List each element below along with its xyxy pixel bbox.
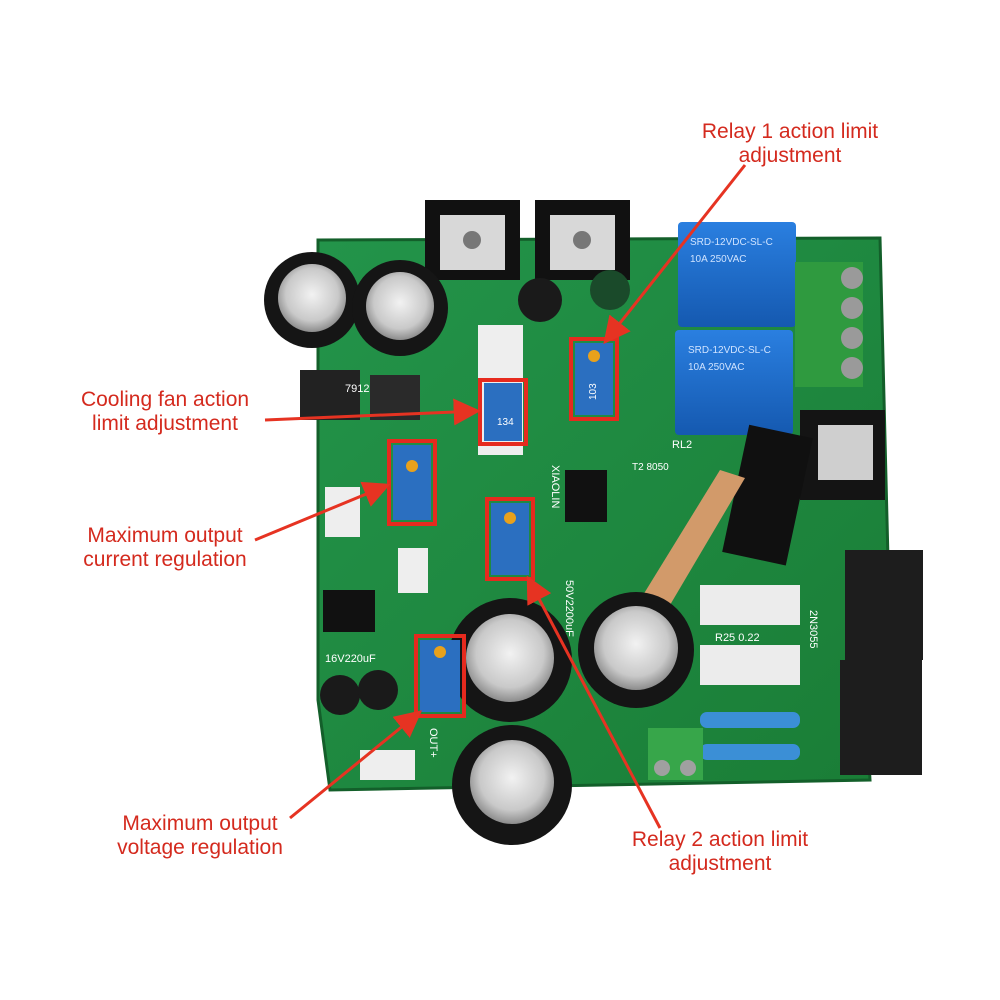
trimmer-relay2 (491, 503, 529, 575)
capacitor-bottom-3 (452, 725, 572, 845)
transistor-marking: 2N3055 (807, 610, 819, 649)
label-max-current: Maximum output current regulation (83, 524, 247, 571)
svg-text:SRD-12VDC-SL-C: SRD-12VDC-SL-C (688, 345, 771, 356)
arrow-relay1 (603, 164, 747, 345)
arrow-current (254, 481, 391, 542)
label-max-voltage: Maximum output voltage regulation (117, 812, 283, 859)
highlight-relay1 (569, 337, 619, 421)
capacitor-small-2 (358, 670, 398, 710)
regulator-marking: 7912 (345, 383, 369, 395)
bridge-rectifier (722, 424, 813, 566)
heatsink-right-side (800, 410, 885, 500)
label-relay2-limit: Relay 2 action limit adjustment (631, 828, 809, 875)
cap-marking-50v: 50V2200uF (563, 580, 575, 637)
svg-text:10A 250VAC: 10A 250VAC (690, 254, 747, 265)
terminal-block-right (795, 262, 863, 387)
trimmer-current (393, 445, 431, 520)
capacitor-bottom-1 (448, 598, 572, 722)
out-plus-marking: OUT+ (427, 728, 439, 758)
heatsink-right (535, 200, 630, 280)
capacitor-small-3 (518, 278, 562, 322)
label-cooling-fan-limit: Cooling fan action limit adjustment (80, 388, 250, 435)
brand-marking: XIAOLIN (549, 465, 561, 508)
arrow-voltage (289, 710, 423, 820)
ic-chip-center (565, 470, 607, 522)
regulator-left-1 (300, 370, 360, 420)
heatsink-left (425, 200, 520, 280)
trimmer-relay1 (575, 343, 613, 415)
capacitor-small-1 (320, 675, 360, 715)
ic-chip-left (323, 590, 375, 632)
resistor-striped-1 (700, 712, 800, 728)
trimmer-fan: 134 (484, 383, 522, 441)
resistor-marking: R25 0.22 (715, 632, 760, 644)
label-relay1-limit: Relay 1 action limit adjustment (701, 120, 879, 167)
trimmer-voltage (420, 640, 460, 712)
transistor-2n3055-upper (845, 550, 923, 660)
capacitor-top-left-2 (352, 260, 448, 356)
t2-marking: T2 8050 (632, 462, 669, 473)
highlight-relay2 (485, 497, 535, 581)
transistor-2n3055-lower (840, 660, 922, 775)
connector-left (325, 487, 360, 537)
svg-text:10A 250VAC: 10A 250VAC (688, 362, 745, 373)
arrow-relay2 (526, 575, 662, 829)
highlight-voltage (414, 634, 466, 718)
rl2-marking: RL2 (672, 439, 692, 451)
power-resistor-1 (700, 585, 800, 625)
relay-2: SRD-12VDC-SL-C 10A 250VAC (675, 330, 793, 435)
connector-center (398, 548, 428, 593)
svg-text:SRD-12VDC-SL-C: SRD-12VDC-SL-C (690, 237, 773, 248)
output-terminal (648, 728, 703, 780)
copper-trace (640, 470, 745, 605)
capacitor-small-4 (590, 270, 630, 310)
capacitor-bottom-2 (578, 592, 694, 708)
capacitor-top-left-1 (264, 252, 360, 348)
svg-text:134: 134 (497, 417, 514, 428)
power-resistor-2 (700, 645, 800, 685)
arrow-fan (264, 398, 481, 426)
trimmer-103-marking: 103 (588, 383, 599, 400)
cap-marking-16v: 16V220uF (325, 653, 376, 665)
relay-1: SRD-12VDC-SL-C 10A 250VAC (678, 222, 796, 327)
resistor-striped-2 (700, 744, 800, 760)
